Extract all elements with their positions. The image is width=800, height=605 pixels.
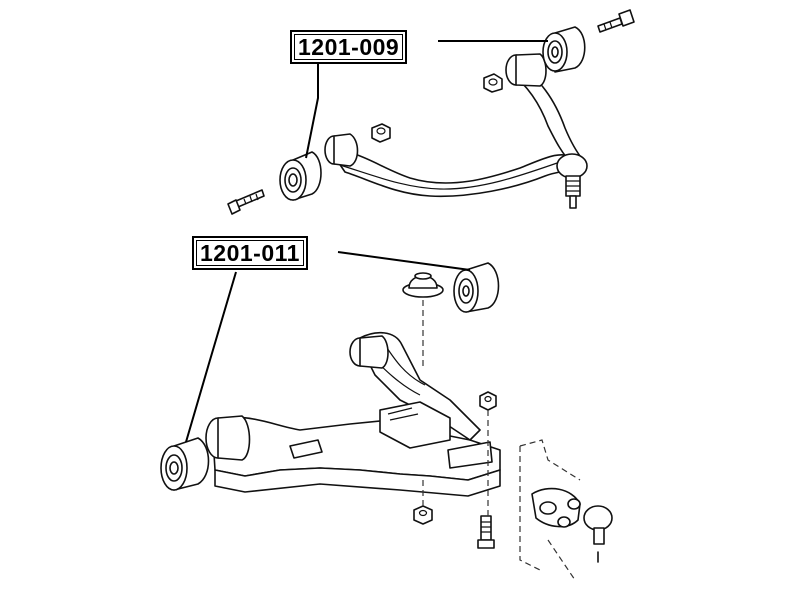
upper-ball-joint — [556, 153, 588, 209]
lower-control-arm — [211, 331, 501, 497]
lower-part-number-label: 1201-011 — [192, 236, 308, 270]
upper-bushing-rear — [279, 151, 322, 201]
lower-bushing-front — [160, 437, 210, 491]
upper-bushing-front — [542, 26, 586, 73]
lower-arm-front-mount — [205, 415, 251, 461]
lower-arm-nut-top — [479, 391, 497, 411]
lower-control-arm-assembly — [160, 262, 613, 563]
upper-leader-left — [305, 62, 319, 159]
lower-arm-bump-stop — [402, 272, 444, 298]
lower-leader-right — [337, 251, 471, 271]
upper-part-number-label: 1201-009 — [290, 30, 408, 64]
lower-ball-joint — [531, 487, 613, 563]
lower-arm-nut-bottom — [413, 505, 433, 525]
upper-rear-bolt — [227, 189, 265, 215]
lower-leader-left — [185, 271, 237, 443]
alignment-guides — [422, 300, 581, 581]
lower-arm-rear-mount — [349, 335, 389, 369]
upper-front-bolt — [597, 9, 635, 33]
upper-arm-nut-right — [483, 73, 503, 93]
upper-arm-front-mount — [324, 53, 547, 167]
lower-arm-bolt — [477, 515, 495, 549]
upper-control-arm-assembly — [227, 9, 635, 215]
lower-bushing-rear — [453, 262, 500, 313]
upper-control-arm — [329, 61, 584, 198]
upper-arm-nut-left — [371, 123, 391, 143]
